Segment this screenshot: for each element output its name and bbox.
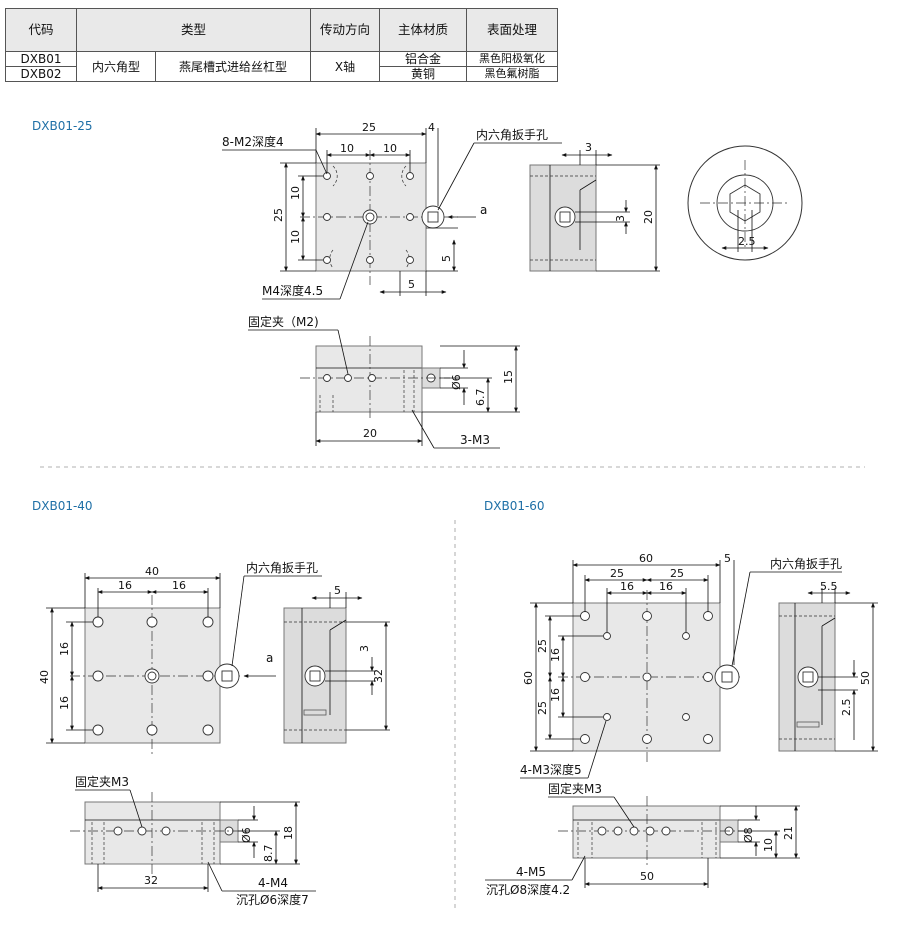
dim-60-fd8: Ø8 (742, 827, 755, 843)
dim-40-fd6: Ø6 (240, 827, 253, 843)
dim-40-f87: 8.7 (262, 845, 275, 863)
dim-60-a1: 25 (610, 567, 624, 580)
dim-25-h: 25 (272, 208, 285, 222)
dim-60-w: 60 (639, 552, 653, 565)
dim-40-h: 40 (38, 670, 51, 684)
dim-40-s3: 3 (358, 645, 371, 652)
threaded-hole (92, 616, 214, 736)
dim-40-s32: 32 (372, 669, 385, 683)
dim-25-v2: 10 (289, 230, 302, 244)
direction: X轴 (310, 51, 380, 82)
dim-60-v25b: 25 (536, 701, 549, 715)
spec-table: 代码 类型 传动方向 主体材质 表面处理 DXB01 内六角型 燕尾槽式进给丝杠… (5, 8, 558, 82)
callout-25-side: 3-M3 (460, 433, 490, 447)
callout-25-threads: 8-M2深度4 (222, 134, 284, 149)
callout-60-hex: 内六角扳手孔 (770, 557, 842, 571)
section-60: DXB01-60 60 5 25 25 16 16 60 25 (484, 499, 878, 897)
callout-60-clamp: 固定夹M3 (548, 781, 602, 796)
table-row: DXB01 内六角型 燕尾槽式进给丝杠型 X轴 铝合金 黑色阳极氧化 (5, 51, 558, 82)
callout-40-clamp: 固定夹M3 (75, 774, 129, 789)
callout-25-axis: a (480, 203, 487, 217)
dim-60-v25a: 25 (536, 639, 549, 653)
dim-25-c2: 5 (408, 278, 415, 291)
dim-40-f18: 18 (282, 826, 295, 840)
dim-60-gap: 5 (724, 552, 731, 565)
dim-60-b2: 16 (659, 580, 673, 593)
dim-60-fw: 50 (640, 870, 654, 883)
dim-25-w: 25 (362, 121, 376, 134)
dim-60-s25: 2.5 (840, 699, 853, 717)
dim-25-s20: 20 (642, 210, 655, 224)
callout-40-side2: 沉孔Ø6深度7 (236, 892, 309, 907)
dim-60-v16a: 16 (549, 648, 562, 662)
dim-60-f21: 21 (782, 826, 795, 840)
header-code: 代码 (5, 8, 77, 52)
dim-40-p1: 16 (118, 579, 132, 592)
dim-25-v1: 10 (289, 186, 302, 200)
callout-25-hex: 内六角扳手孔 (476, 128, 548, 142)
dim-25-s3: 3 (585, 141, 592, 154)
row2-material: 黄铜 (379, 66, 467, 82)
callout-40-side1: 4-M4 (258, 876, 288, 890)
callout-60-threads: 4-M3深度5 (520, 762, 582, 777)
front-view-40-body (84, 801, 221, 865)
section-40: DXB01-40 40 16 16 40 16 16 a 内六角扳手孔 (32, 499, 390, 907)
dim-60-h: 60 (522, 671, 535, 685)
dim-25-d25: 2.5 (738, 235, 756, 248)
dim-25-p2: 10 (383, 142, 397, 155)
dim-40-v1: 16 (58, 642, 71, 656)
dim-25-f15: 15 (502, 370, 515, 384)
section-25: DXB01-25 25 4 10 10 25 10 10 (32, 119, 803, 449)
dim-40-v2: 16 (58, 696, 71, 710)
dim-40-w: 40 (145, 565, 159, 578)
threaded-hole (323, 172, 414, 264)
dim-25-fw: 20 (363, 427, 377, 440)
dim-60-v16b: 16 (549, 688, 562, 702)
threaded-hole (580, 611, 713, 744)
dim-60-b1: 16 (620, 580, 634, 593)
callout-25-clamp: 固定夹（M2) (248, 314, 319, 329)
header-finish: 表面处理 (466, 8, 558, 52)
dim-25-fd6: Ø6 (450, 374, 463, 390)
callout-40-hex: 内六角扳手孔 (246, 561, 318, 575)
dim-60-s55: 5.5 (820, 580, 838, 593)
dim-60-f10: 10 (762, 838, 775, 852)
dim-25-c1: 5 (440, 255, 453, 262)
callout-25-center: M4深度4.5 (262, 283, 323, 298)
callout-60-side2: 沉孔Ø8深度4.2 (486, 882, 570, 897)
table-row: DXB02 黄铜 黑色氟树脂 (5, 66, 558, 82)
row2-code: DXB02 (5, 66, 77, 82)
dim-25-f67: 6.7 (474, 389, 487, 407)
dim-25-p1: 10 (340, 142, 354, 155)
type-main: 内六角型 (76, 51, 156, 82)
callout-60-side1: 4-M5 (516, 865, 546, 879)
dim-60-a2: 25 (670, 567, 684, 580)
row2-finish: 黑色氟树脂 (466, 66, 558, 82)
dim-40-fw: 32 (144, 874, 158, 887)
callout-40-axis: a (266, 651, 273, 665)
section-25-title: DXB01-25 (32, 119, 93, 133)
section-40-title: DXB01-40 (32, 499, 93, 513)
section-60-title: DXB01-60 (484, 499, 545, 513)
spec-table-header-row: 代码 类型 传动方向 主体材质 表面处理 (5, 8, 558, 52)
type-sub: 燕尾槽式进给丝杠型 (155, 51, 311, 82)
dim-40-p2: 16 (172, 579, 186, 592)
dim-40-s5: 5 (334, 584, 341, 597)
dim-25-s3b: 3 (614, 215, 627, 222)
dim-25-gap: 4 (428, 121, 435, 134)
dim-60-s50: 50 (859, 671, 872, 685)
